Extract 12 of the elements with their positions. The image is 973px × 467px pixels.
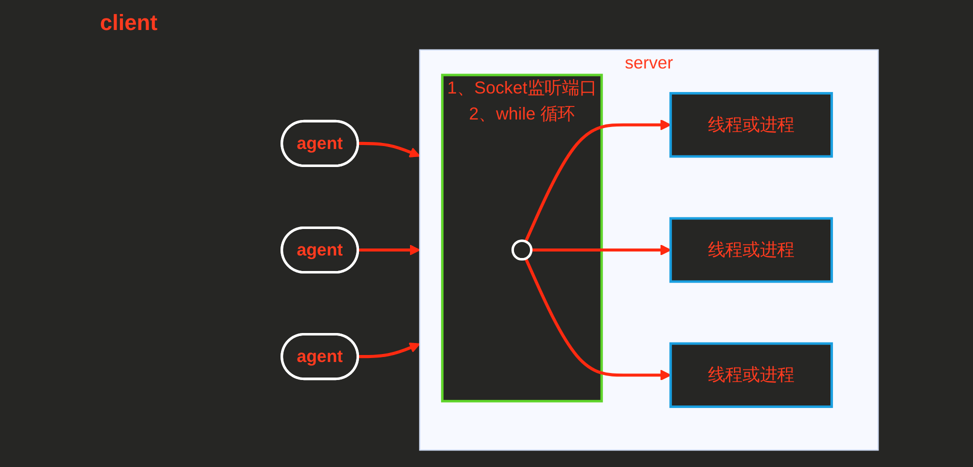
arrow (524, 119, 672, 242)
arrow (531, 244, 672, 256)
node-box: 线程或进程 (669, 217, 833, 283)
arrow (358, 142, 420, 158)
cluster: 1、Socket监听端口 2、while 循环 (441, 74, 603, 402)
node-box: 线程或进程 (669, 92, 833, 158)
arrow (358, 244, 420, 256)
heading-label: client (100, 10, 158, 36)
arrow (358, 342, 420, 358)
node-circle (511, 239, 532, 261)
node-box: 线程或进程 (669, 342, 833, 408)
arrow (524, 258, 672, 381)
